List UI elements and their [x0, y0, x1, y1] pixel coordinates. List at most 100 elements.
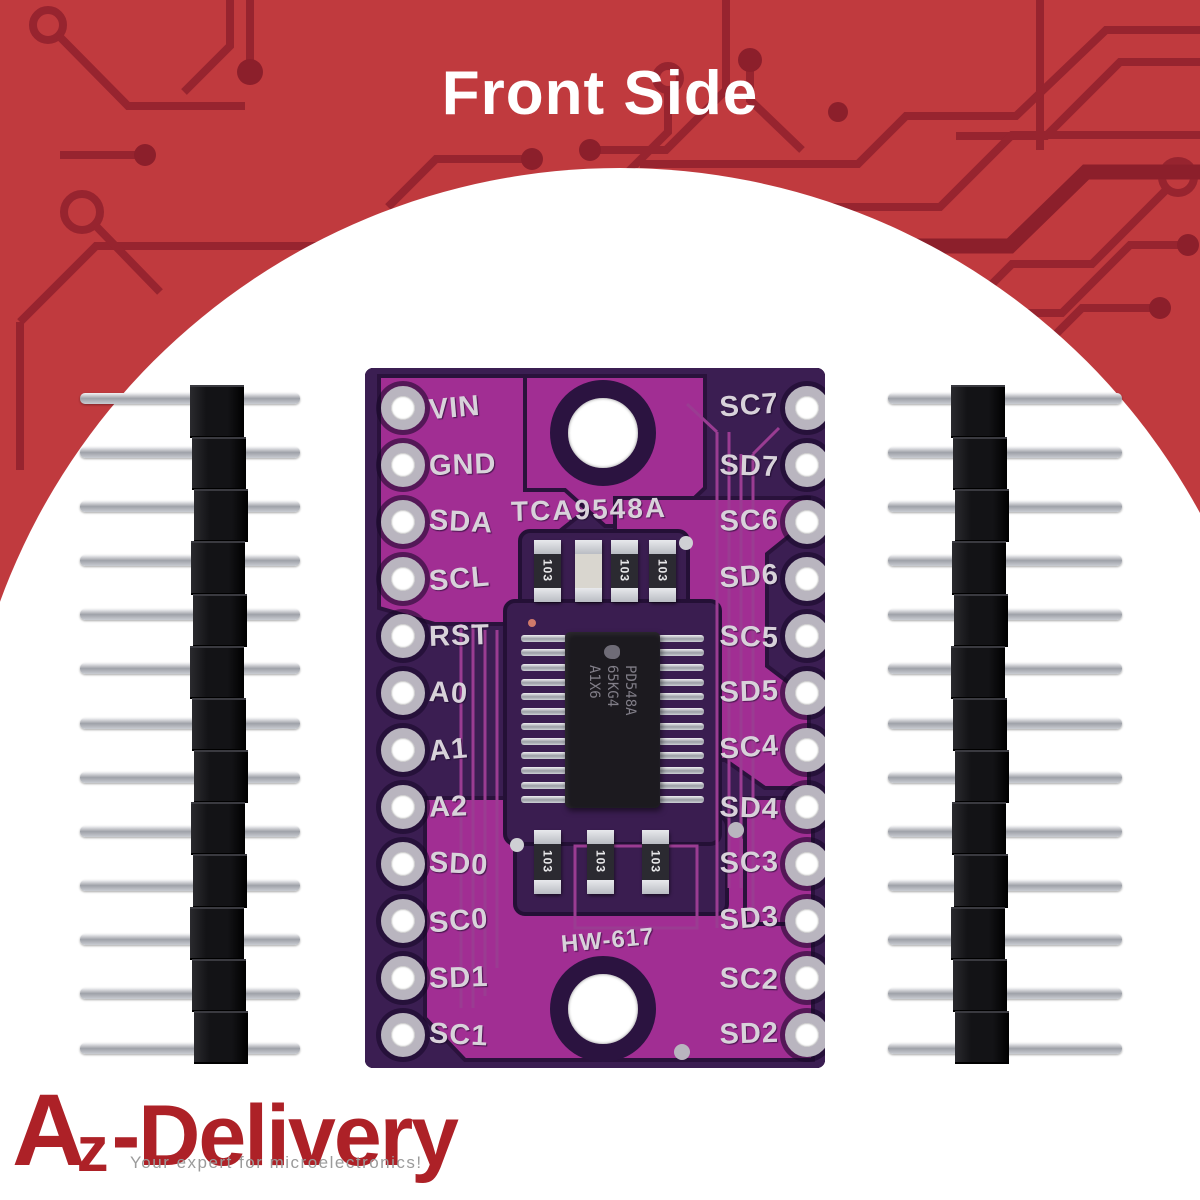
- chip-pin-right: [658, 663, 704, 671]
- chip-pin-right: [658, 752, 704, 760]
- chip-pin-left: [521, 678, 567, 686]
- smd-body: 103: [534, 554, 561, 588]
- header-pin: [888, 663, 1122, 675]
- pin-label-rst: RST: [428, 618, 491, 654]
- pin-label-sd7: SD7: [719, 449, 780, 484]
- pin-hole-left-vin: [381, 386, 425, 430]
- header-plastic-segment: [955, 489, 1009, 543]
- header-plastic-segment: [952, 802, 1006, 856]
- smd-value-label: 103: [648, 850, 663, 874]
- pin-hole-left-sd0: [381, 842, 425, 886]
- chip-pin-right: [658, 649, 704, 657]
- smd-terminal: [575, 540, 602, 554]
- pin-hole-right-sd3: [785, 899, 825, 943]
- pin-label-sd2: SD2: [719, 1016, 780, 1051]
- header-pin: [80, 880, 300, 892]
- smd-terminal: [649, 540, 676, 554]
- smd-terminal: [611, 540, 638, 554]
- smd-capacitor: [575, 540, 602, 602]
- smd-value-label: 103: [593, 850, 608, 874]
- header-pin: [80, 771, 300, 783]
- pin-label-vin: VIN: [427, 389, 482, 427]
- logo-tagline: Your expert for microelectronics!: [130, 1153, 423, 1172]
- header-plastic-segment: [955, 750, 1009, 804]
- logo-letter-a: A: [12, 1073, 86, 1187]
- header-pin: [80, 555, 300, 566]
- chip-pin-left: [521, 737, 567, 745]
- header-plastic-segment: [191, 802, 245, 856]
- smd-terminal: [642, 880, 669, 894]
- header-plastic-segment: [953, 958, 1007, 1012]
- pin-hole-right-sc5: [785, 614, 825, 658]
- pin-header-right: [888, 385, 1122, 1064]
- header-plastic-segment: [953, 697, 1007, 752]
- ic-marking-line: PD548A: [622, 665, 638, 716]
- ti-logo-icon: [604, 645, 620, 659]
- pin-hole-right-sd7: [785, 443, 825, 487]
- logo-letter-z: z: [76, 1113, 109, 1185]
- header-pin: [80, 717, 300, 729]
- smd-resistor: 103: [534, 830, 561, 894]
- ic-marking-line: A1X6: [586, 665, 602, 699]
- header-plastic-segment: [951, 645, 1005, 699]
- header-plastic-segment: [191, 541, 245, 595]
- header-pin: [80, 825, 300, 837]
- header-pin: [80, 1042, 300, 1054]
- chip-pin-right: [658, 781, 704, 789]
- pin-hole-right-sd2: [785, 1013, 825, 1057]
- pin-label-gnd: GND: [428, 447, 497, 483]
- ic-marking-line: 65KG4: [604, 665, 620, 708]
- header-plastic-segment: [192, 697, 246, 752]
- pin-hole-left-rst: [381, 614, 425, 658]
- pin-hole-left-sc1: [381, 1013, 425, 1057]
- smd-value-label: 103: [655, 559, 670, 583]
- smd-terminal: [534, 588, 561, 602]
- smd-terminal: [587, 880, 614, 894]
- header-pin: [888, 392, 1122, 404]
- pin-hole-right-sc3: [785, 842, 825, 886]
- pin-hole-left-sd1: [381, 956, 425, 1000]
- pin-hole-right-sd5: [785, 671, 825, 715]
- smd-terminal: [649, 588, 676, 602]
- pin-hole-left-a2: [381, 785, 425, 829]
- smd-terminal: [587, 830, 614, 844]
- chip-pin-left: [521, 796, 567, 804]
- header-pin: [80, 446, 300, 458]
- header-plastic-segment: [193, 593, 247, 647]
- silk-chip-name: TCA9548A: [510, 491, 668, 528]
- header-plastic-segment: [954, 854, 1008, 908]
- pin-hole-right-sc2: [785, 956, 825, 1000]
- smd-resistor: 103: [649, 540, 676, 602]
- smd-resistor: 103: [611, 540, 638, 602]
- pin-hole-left-sc0: [381, 899, 425, 943]
- chip-pin-left: [521, 693, 567, 701]
- chip-pin-right: [658, 722, 704, 730]
- pin-hole-right-sc6: [785, 500, 825, 544]
- smd-terminal: [642, 830, 669, 844]
- header-plastic-segment: [952, 541, 1006, 595]
- pin-label-scl: SCL: [427, 560, 492, 598]
- pin-label-a1: A1: [427, 732, 470, 768]
- chip-pin-right: [658, 634, 704, 642]
- pin-header-left: [80, 385, 300, 1064]
- pin-label-sc1: SC1: [428, 1017, 490, 1053]
- pin-hole-right-sd6: [785, 557, 825, 601]
- smd-terminal: [534, 540, 561, 554]
- pin-hole-right-sd4: [785, 785, 825, 829]
- smd-value-label: 103: [617, 559, 632, 583]
- logo-text-delivery: -Delivery: [111, 1088, 459, 1184]
- mounting-hole-bottom: [550, 956, 656, 1062]
- pin-label-sc2: SC2: [719, 962, 780, 997]
- header-plastic-segment: [954, 593, 1008, 647]
- header-pin: [80, 609, 300, 621]
- chip-pin-right: [658, 708, 704, 716]
- pin-hole-left-a0: [381, 671, 425, 715]
- pin-hole-left-a1: [381, 728, 425, 772]
- smd-body: 103: [649, 554, 676, 588]
- chip-pin-right: [658, 678, 704, 686]
- chip-pin-left: [521, 766, 567, 774]
- smd-body: [575, 554, 602, 588]
